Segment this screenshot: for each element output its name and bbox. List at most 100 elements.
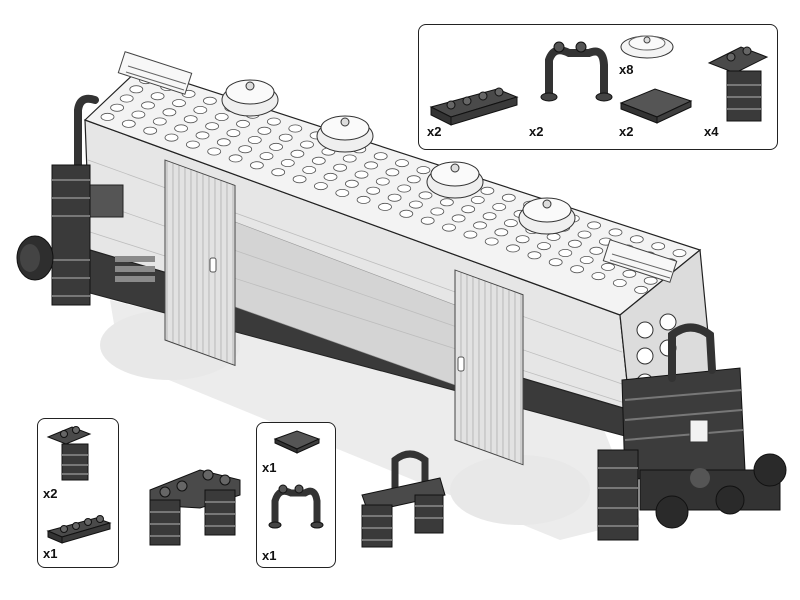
roof-stud	[484, 237, 499, 246]
qty-bar-handle: x2	[529, 124, 544, 139]
roof-stud	[238, 145, 253, 154]
roof-stud	[280, 158, 295, 167]
roof-stud	[143, 126, 158, 135]
roof-stud	[131, 110, 146, 119]
roof-stud	[110, 103, 124, 112]
roof-stud	[354, 170, 369, 179]
side-grille	[115, 256, 155, 282]
roof-stud	[480, 186, 495, 195]
roof-stud	[612, 278, 627, 287]
roof-stud	[408, 200, 423, 209]
roof-stud	[395, 159, 409, 168]
plate-1x4-icon	[46, 515, 112, 544]
round-dish-icon	[620, 35, 674, 59]
roof-stud	[629, 235, 644, 244]
parts-callout-mid-art	[268, 430, 324, 529]
roof-stud	[461, 205, 476, 214]
front-bogie	[639, 453, 787, 529]
roof-stud	[463, 230, 478, 239]
door-right	[454, 269, 524, 466]
roof-stud	[375, 177, 390, 186]
roof-vent-rear	[117, 51, 193, 95]
roof-stud	[129, 85, 144, 94]
roof-stud	[150, 92, 165, 101]
roof-stud	[570, 265, 584, 274]
roof-stud	[451, 214, 466, 223]
roof-stud	[397, 184, 412, 193]
roof-stud	[323, 172, 338, 181]
ground-shadow	[100, 300, 640, 540]
roof-dish-3	[426, 161, 484, 199]
roof-stud	[442, 223, 456, 232]
roof-stud	[290, 149, 305, 158]
roof-stud	[356, 195, 371, 204]
roof-stud	[226, 129, 241, 138]
roof-stud	[601, 262, 615, 271]
roof-dish-1	[221, 79, 279, 117]
roof-stud	[439, 198, 454, 207]
roof-stud	[470, 195, 485, 204]
roof-stud	[399, 209, 414, 218]
parts-callout-top-art	[429, 35, 769, 126]
roof-stud	[622, 269, 637, 278]
qty-plate-1x4-left: x1	[43, 546, 58, 561]
roof-stud	[302, 165, 317, 174]
roof-stud	[406, 175, 421, 184]
roof-vent-front	[602, 239, 678, 283]
roof-stud	[266, 117, 281, 126]
qty-tile-2x2-mid: x1	[262, 460, 277, 475]
roof-stud	[366, 186, 381, 195]
roof-stud	[228, 154, 243, 163]
roof-stud	[494, 228, 509, 237]
roof-stud	[335, 188, 350, 197]
door-left	[164, 159, 236, 367]
roof-stud	[482, 212, 497, 221]
roof-stud	[152, 117, 167, 126]
subassembly-ladder-plate	[149, 469, 241, 546]
rear-coupler	[16, 235, 54, 281]
roof-stud	[216, 138, 231, 147]
qty-plate-1x4: x2	[427, 124, 442, 139]
rear-handrail	[74, 94, 99, 169]
roof-stud	[164, 133, 179, 142]
roof-stud	[313, 182, 328, 191]
front-ladder	[597, 449, 639, 541]
roof-stud	[378, 202, 392, 211]
roof-stud	[174, 124, 189, 133]
qty-ladder-bracket: x4	[704, 124, 719, 139]
tile-2x2-icon	[619, 88, 693, 124]
roof-stud	[587, 221, 601, 230]
roof-stud	[548, 258, 563, 267]
roof-stud	[249, 161, 264, 170]
roof-stud	[311, 156, 326, 165]
roof-dish-4	[518, 197, 576, 235]
ladder-bracket-icon	[46, 426, 92, 481]
roof-stud	[205, 122, 220, 131]
ladder-bracket-icon	[707, 46, 769, 122]
parts-callout-mid: x1 x1	[256, 422, 336, 568]
roof-stud	[492, 202, 507, 211]
roof-stud	[342, 154, 357, 163]
roof-stud	[643, 276, 658, 285]
roof-stud	[503, 219, 518, 228]
roof-stud	[193, 106, 208, 115]
plate-1x4-icon	[429, 87, 519, 126]
qty-round-dish: x8	[619, 62, 634, 77]
roof-stud	[418, 191, 433, 200]
roof-stud	[344, 179, 359, 188]
roof-stud	[257, 126, 272, 135]
qty-ladder-bracket-left: x2	[43, 486, 58, 501]
roof-stud	[591, 272, 606, 281]
roof-stud	[506, 244, 520, 253]
roof-stud	[278, 133, 293, 142]
roof-stud	[515, 235, 530, 244]
roof-stud	[247, 135, 262, 144]
roof-stud	[183, 115, 198, 124]
roof-stud	[202, 96, 217, 105]
roof-stud	[288, 124, 303, 133]
roof-stud	[473, 221, 487, 230]
roof-stud	[185, 140, 200, 149]
bar-handle-icon	[540, 41, 613, 102]
roof-stud	[579, 255, 594, 264]
roof-stud	[100, 112, 115, 121]
